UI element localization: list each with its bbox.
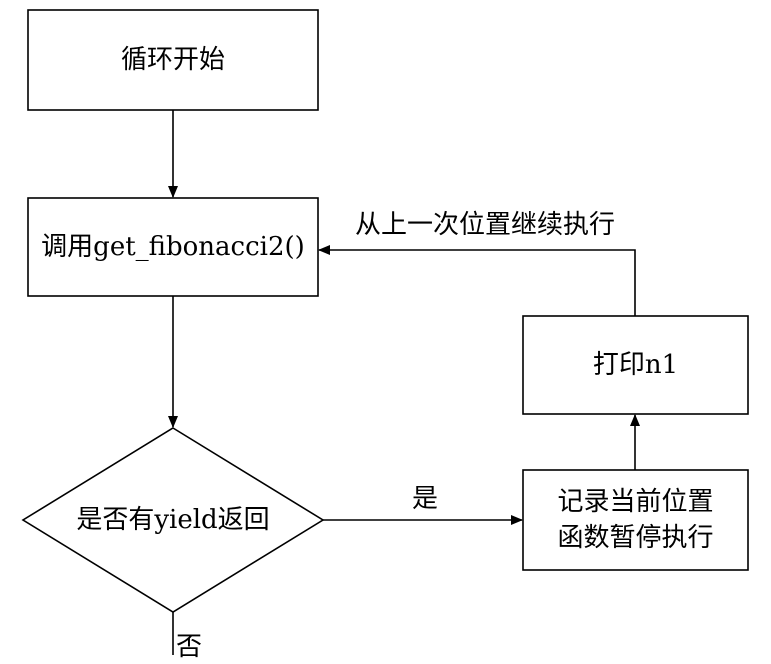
loop-start-box <box>27 9 319 111</box>
record-pause-box <box>522 469 749 571</box>
record-pause-label-line1: 记录当前位置 <box>557 487 714 517</box>
call-function-box <box>27 197 319 297</box>
call-function-label: 调用get_fibonacci2() <box>41 232 305 262</box>
arrow-print-resume-to-call <box>318 245 636 316</box>
record-pause-label-line2: 函数暂停执行 <box>557 523 714 553</box>
edge-no-label: 否 <box>176 632 203 662</box>
edge-yes-label: 是 <box>411 484 438 514</box>
print-n1-label: 打印n1 <box>592 350 679 380</box>
yield-decision-label: 是否有yield返回 <box>76 505 270 535</box>
loop-start-label: 循环开始 <box>120 45 225 75</box>
print-n1-box <box>522 315 749 415</box>
edge-resume-label: 从上一次位置继续执行 <box>354 210 615 240</box>
